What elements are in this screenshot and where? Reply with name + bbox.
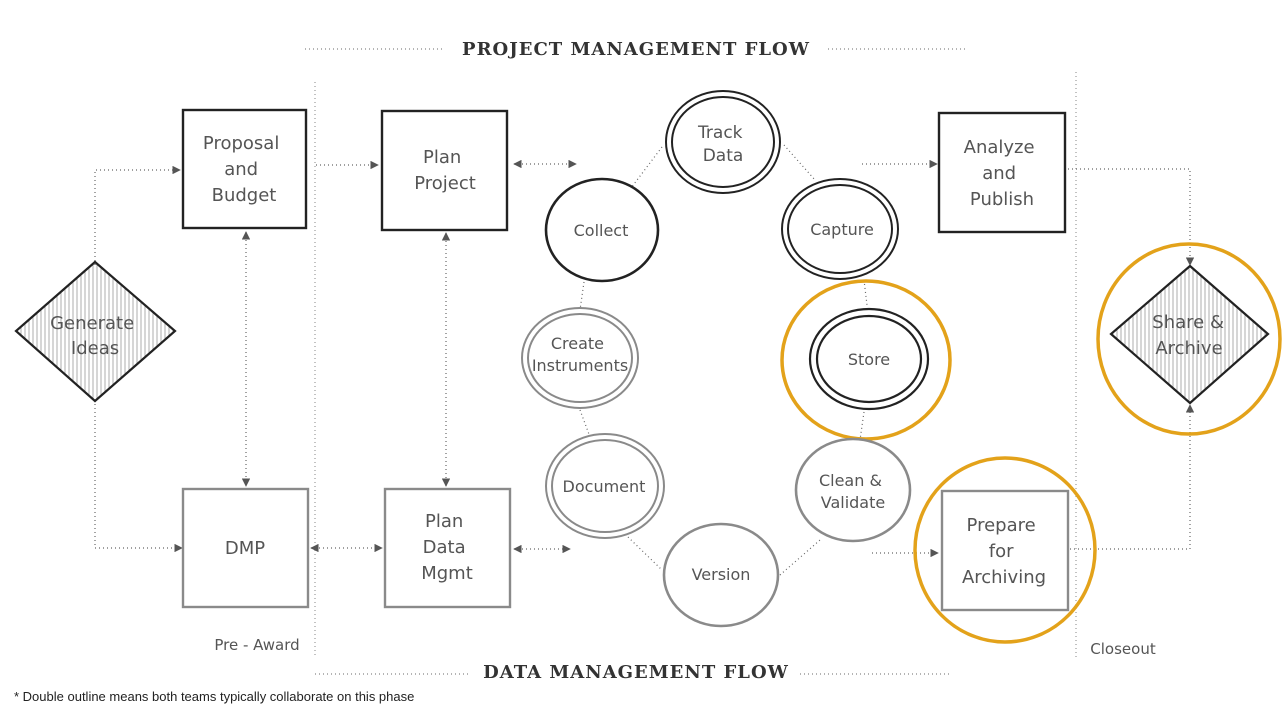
node-document: Document: [545, 433, 665, 539]
create-line2: Instruments: [532, 356, 628, 375]
node-store: Store: [780, 279, 952, 441]
plan-project-line2: Project: [414, 173, 476, 194]
prepare-line1: Prepare: [967, 515, 1036, 536]
node-clean-validate: Clean & Validate: [794, 437, 912, 543]
node-create-instruments: Create Instruments: [521, 307, 639, 409]
title-dotted-rules: [305, 48, 965, 675]
prepare-line3: Archiving: [962, 567, 1046, 588]
analyze-line3: Publish: [970, 189, 1034, 210]
share-line1: Share &: [1152, 312, 1224, 333]
node-version: Version: [662, 522, 780, 628]
node-plan-data-mgmt: Plan Data Mgmt: [383, 487, 512, 609]
svg-text:Create Instruments: Create Instruments: [532, 334, 628, 375]
version-label: Version: [692, 565, 751, 584]
svg-text:Clean & Validate: Clean & Validate: [819, 471, 887, 512]
clean-line2: Validate: [821, 493, 885, 512]
store-label: Store: [848, 350, 890, 369]
proposal-line1: Proposal: [203, 133, 279, 154]
prepare-line2: for: [989, 541, 1014, 562]
plan-data-line3: Mgmt: [421, 563, 473, 584]
svg-text:Generate Ideas: Generate Ideas: [50, 313, 140, 359]
svg-text:Share & Archive: Share & Archive: [1152, 312, 1229, 359]
capture-label: Capture: [810, 220, 874, 239]
node-analyze-publish: Analyze and Publish: [937, 111, 1067, 234]
pre-award-label: Pre - Award: [214, 636, 299, 654]
node-generate-ideas: Generate Ideas: [14, 260, 177, 403]
track-data-line1: Track: [697, 123, 743, 143]
dmp-label: DMP: [225, 538, 265, 559]
connectors: [94, 144, 1195, 576]
node-prepare-archiving: Prepare for Archiving: [913, 456, 1097, 644]
plan-project-line1: Plan: [423, 147, 461, 168]
analyze-line1: Analyze: [964, 137, 1035, 158]
footnote: * Double outline means both teams typica…: [14, 689, 415, 704]
create-line1: Create: [551, 334, 604, 353]
share-line2: Archive: [1155, 338, 1222, 359]
node-proposal-budget: Proposal and Budget: [181, 108, 308, 230]
plan-data-line2: Data: [423, 537, 466, 558]
generate-ideas-line1: Generate: [50, 313, 134, 334]
node-track-data: Track Data: [665, 90, 781, 194]
collect-label: Collect: [574, 221, 629, 240]
closeout-label: Closeout: [1090, 640, 1156, 658]
svg-text:Plan Project: Plan Project: [414, 147, 476, 194]
svg-text:Prepare for Archiv: Prepare for Archiving: [962, 515, 1046, 588]
track-data-line2: Data: [703, 146, 744, 166]
data-flow-title: DATA MANAGEMENT FLOW: [483, 662, 789, 683]
plan-data-line1: Plan: [425, 511, 463, 532]
phase-separators: [314, 72, 1077, 660]
project-flow-title: PROJECT MANAGEMENT FLOW: [462, 39, 810, 60]
clean-line1: Clean &: [819, 471, 882, 490]
node-dmp: DMP: [181, 487, 310, 609]
node-plan-project: Plan Project: [380, 109, 509, 232]
document-label: Document: [563, 477, 646, 496]
svg-text:Proposal and Budge: Proposal and Budget: [203, 133, 285, 206]
generate-ideas-line2: Ideas: [71, 338, 119, 359]
svg-text:Analyze and Publis: Analyze and Publish: [964, 137, 1041, 210]
node-collect: Collect: [544, 177, 660, 283]
proposal-line2: and: [224, 159, 258, 180]
analyze-line2: and: [982, 163, 1016, 184]
node-share-archive: Share & Archive: [1096, 242, 1282, 436]
svg-text:Plan Data Mgmt: Plan Data Mgmt: [421, 511, 473, 584]
proposal-line3: Budget: [212, 185, 277, 206]
node-capture: Capture: [781, 178, 899, 280]
svg-text:Track Data: Track Data: [697, 123, 748, 166]
